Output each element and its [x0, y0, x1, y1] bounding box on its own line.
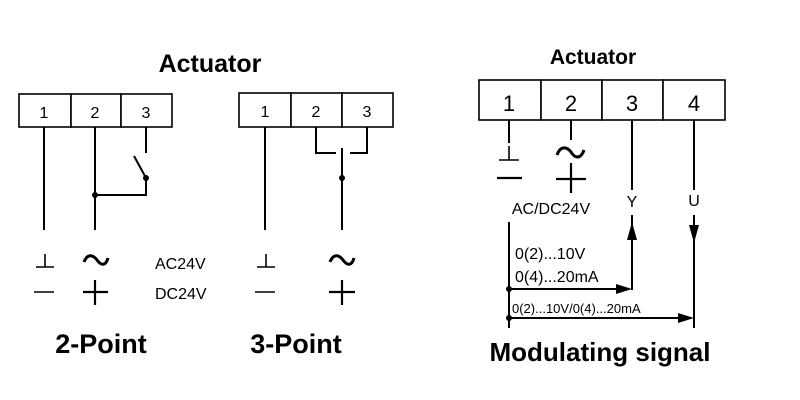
- wiring-2point: [43, 127, 149, 230]
- y-label: Y: [627, 194, 638, 211]
- u-signal-range: 0(2)...10V/0(4)...20mA: [512, 301, 641, 316]
- plus-icon: [329, 280, 355, 305]
- ac-dc24v-label: AC/DC24V: [512, 201, 591, 218]
- terminal-2-label: 2: [312, 104, 321, 121]
- caption-modulating: Modulating signal: [490, 337, 711, 367]
- y-signal-current: 0(4)...20mA: [515, 269, 599, 286]
- arrow-right-icon: [616, 284, 632, 294]
- terminal-block-modulating: 1 2 3 4: [478, 79, 726, 121]
- terminal-1-label: 1: [261, 104, 270, 121]
- arrow-right-icon: [678, 313, 694, 323]
- dc24v-label: DC24V: [155, 286, 207, 303]
- ground-symbol: [36, 254, 54, 268]
- wiring-3point: [264, 127, 368, 230]
- wire-terminal-3: [350, 127, 368, 154]
- tilde-ac-icon: [328, 254, 356, 266]
- arrow-down-icon: [689, 225, 699, 243]
- ground-symbol: [257, 254, 275, 268]
- wiring-modulating: AC/DC24V Y U 0(2)...10V 0(4)...20mA 0(2)…: [497, 120, 700, 328]
- junction-dot: [143, 175, 149, 181]
- terminal-1-label: 1: [40, 105, 49, 122]
- wire-switch-return: [95, 178, 147, 196]
- junction-dot: [506, 315, 512, 321]
- switch-contact: [133, 155, 147, 179]
- actuator-heading-left: Actuator: [159, 50, 262, 78]
- tilde-ac-icon: [555, 146, 586, 159]
- terminal-3-label: 3: [626, 91, 638, 116]
- terminal-block-2point: 1 2 3: [18, 93, 173, 128]
- terminal-4-label: 4: [688, 91, 700, 116]
- terminal-3-label: 3: [363, 104, 372, 121]
- terminal-4-box: [662, 79, 726, 121]
- terminal-2-label: 2: [565, 91, 577, 116]
- terminal-3-box: [601, 79, 664, 121]
- terminal-3-box: [341, 92, 394, 128]
- terminal-3-label: 3: [142, 105, 151, 122]
- plus-icon: [556, 163, 586, 193]
- plus-icon: [83, 280, 108, 305]
- ac24v-label: AC24V: [155, 256, 206, 273]
- terminal-2-label: 2: [91, 105, 100, 122]
- terminal-1-label: 1: [503, 91, 515, 116]
- actuator-heading-right: Actuator: [550, 46, 636, 69]
- arrow-up-icon: [627, 222, 637, 240]
- tilde-ac-icon: [82, 254, 110, 266]
- caption-3-point: 3-Point: [250, 329, 342, 359]
- wire-terminal-2: [315, 127, 336, 154]
- junction-dot: [92, 192, 98, 198]
- u-label: U: [688, 193, 700, 210]
- junction-dot: [339, 175, 345, 181]
- terminal-block-3point: 1 2 3: [238, 92, 394, 128]
- ground-symbol: [499, 146, 519, 161]
- y-signal-voltage: 0(2)...10V: [515, 246, 586, 263]
- caption-2-point: 2-Point: [55, 329, 147, 359]
- junction-dot: [506, 286, 512, 292]
